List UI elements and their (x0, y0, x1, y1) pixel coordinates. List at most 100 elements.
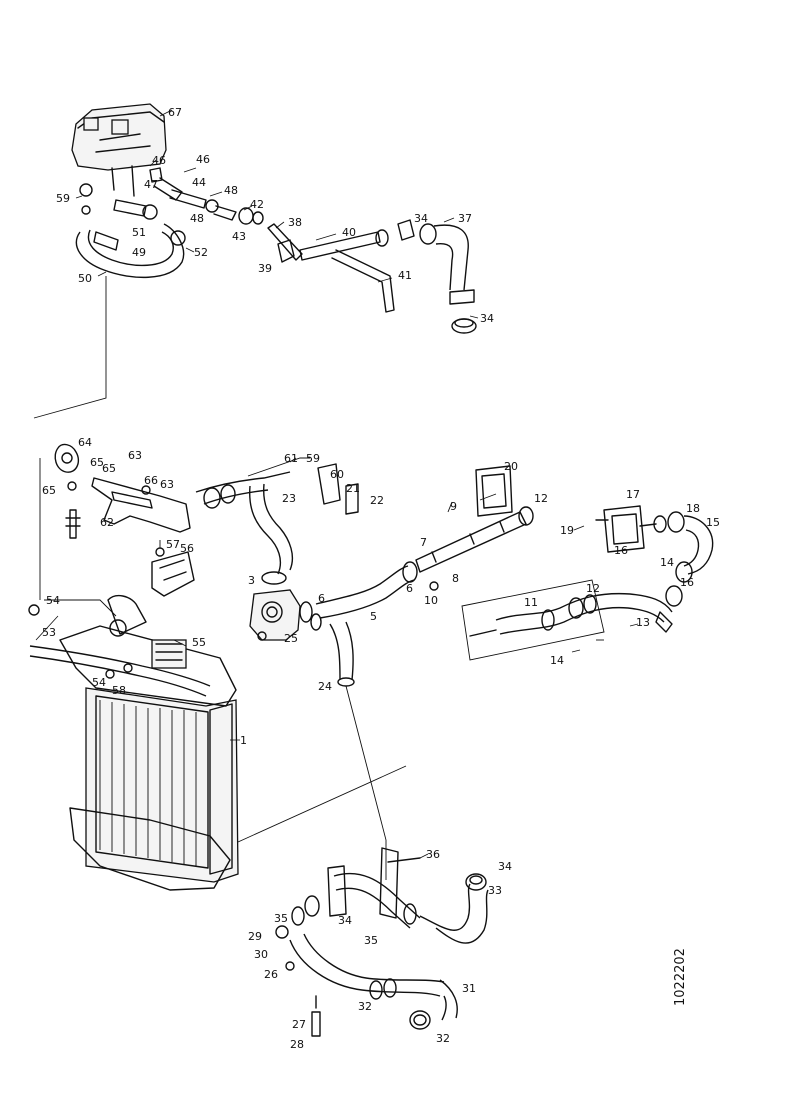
callout-19: 19 (560, 524, 574, 537)
callout-34: 34 (338, 914, 352, 927)
callout-54: 54 (92, 676, 106, 689)
lower-hose-assembly (275, 847, 489, 1037)
callout-14: 14 (660, 556, 674, 569)
callout-17: 17 (626, 488, 640, 501)
callout-18: 18 (686, 502, 700, 515)
callout-63: 63 (128, 449, 142, 462)
callout-63: 63 (160, 478, 174, 491)
callout-38: 38 (288, 216, 302, 229)
callout-48: 48 (224, 184, 238, 197)
callout-59: 59 (306, 452, 320, 465)
callout-29: 29 (248, 930, 262, 943)
callout-35: 35 (364, 934, 378, 947)
callout-53: 53 (42, 626, 56, 639)
callout-58: 58 (112, 684, 126, 697)
callout-51: 51 (132, 226, 146, 239)
callout-43: 43 (232, 230, 246, 243)
callout-23: 23 (282, 492, 296, 505)
filler-cap-bracket (54, 443, 191, 539)
callout-16: 16 (614, 544, 628, 557)
callout-65: 65 (102, 462, 116, 475)
callout-7: 7 (420, 536, 427, 549)
callout-30: 30 (254, 948, 268, 961)
callout-28: 28 (290, 1038, 304, 1051)
callout-6: 6 (406, 582, 413, 595)
callout-65: 65 (42, 484, 56, 497)
callout-22: 22 (370, 494, 384, 507)
callout-27: 27 (292, 1018, 306, 1031)
callout-6: 6 (318, 592, 325, 605)
callout-11: 11 (524, 596, 538, 609)
callout-33: 33 (488, 884, 502, 897)
mount-bracket (151, 540, 195, 597)
callout-49: 49 (132, 246, 146, 259)
callout-16: 16 (680, 576, 694, 589)
callout-65: 65 (90, 456, 104, 469)
callout-56: 56 (180, 542, 194, 555)
guide-line-lower (345, 685, 387, 880)
callout-12: 12 (534, 492, 548, 505)
callout-35: 35 (274, 912, 288, 925)
callout-12: 12 (586, 582, 600, 595)
callout-46: 46 (152, 154, 166, 167)
tank-fittings (79, 167, 264, 225)
callout-34: 34 (498, 860, 512, 873)
callout-54: 54 (46, 594, 60, 607)
callout-10: 10 (424, 594, 438, 607)
callout-20: 20 (504, 460, 518, 473)
callout-36: 36 (426, 848, 440, 861)
callout-15: 15 (706, 516, 720, 529)
callout-26: 26 (264, 968, 278, 981)
callout-34: 34 (480, 312, 494, 325)
main-coolant-hose (315, 561, 418, 687)
callout-46: 46 (196, 153, 210, 166)
callout-50: 50 (78, 272, 92, 285)
callout-5: 5 (370, 610, 377, 623)
callout-42: 42 (250, 198, 264, 211)
callout-66: 66 (144, 474, 158, 487)
callout-39: 39 (258, 262, 272, 275)
heater-hose-assembly (461, 579, 673, 661)
heater-valve-assembly (595, 505, 714, 607)
callout-62: 62 (100, 516, 114, 529)
drawing-reference-code: 1022202 (673, 948, 688, 1006)
guide-line-radiator (44, 599, 117, 617)
callout-31: 31 (462, 982, 476, 995)
coolant-pipe (415, 465, 534, 591)
callout-1: 1 (240, 734, 247, 747)
guide-line-tank (33, 276, 107, 419)
callout-52: 52 (194, 246, 208, 259)
callout-40: 40 (342, 226, 356, 239)
callout-60: 60 (330, 468, 344, 481)
callout-55: 55 (192, 636, 206, 649)
guide-line-diag (237, 765, 407, 843)
callout-57: 57 (166, 538, 180, 551)
expansion-tank (71, 103, 167, 197)
radiator (28, 594, 239, 891)
callout-21: 21 (346, 482, 360, 495)
callout-67: 67 (168, 106, 182, 119)
callout-41: 41 (398, 269, 412, 282)
callout-64: 64 (78, 436, 92, 449)
upper-hose-assembly (195, 457, 359, 585)
callout-32: 32 (358, 1000, 372, 1013)
tank-pipe-assembly (267, 219, 477, 334)
callout-13: 13 (636, 616, 650, 629)
callout-24: 24 (318, 680, 332, 693)
callout-8: 8 (452, 572, 459, 585)
callout-3: 3 (248, 574, 255, 587)
callout-48: 48 (190, 212, 204, 225)
thermostat-housing (249, 589, 322, 641)
tank-return-hose (75, 199, 186, 278)
callout-37: 37 (458, 212, 472, 225)
callout-25: 25 (284, 632, 298, 645)
callout-61: 61 (284, 452, 298, 465)
callout-14: 14 (550, 654, 564, 667)
callout-9: 9 (450, 500, 457, 513)
leader-lines (35, 109, 639, 859)
callout-44: 44 (192, 176, 206, 189)
callout-47: 47 (144, 178, 158, 191)
callout-59: 59 (56, 192, 70, 205)
